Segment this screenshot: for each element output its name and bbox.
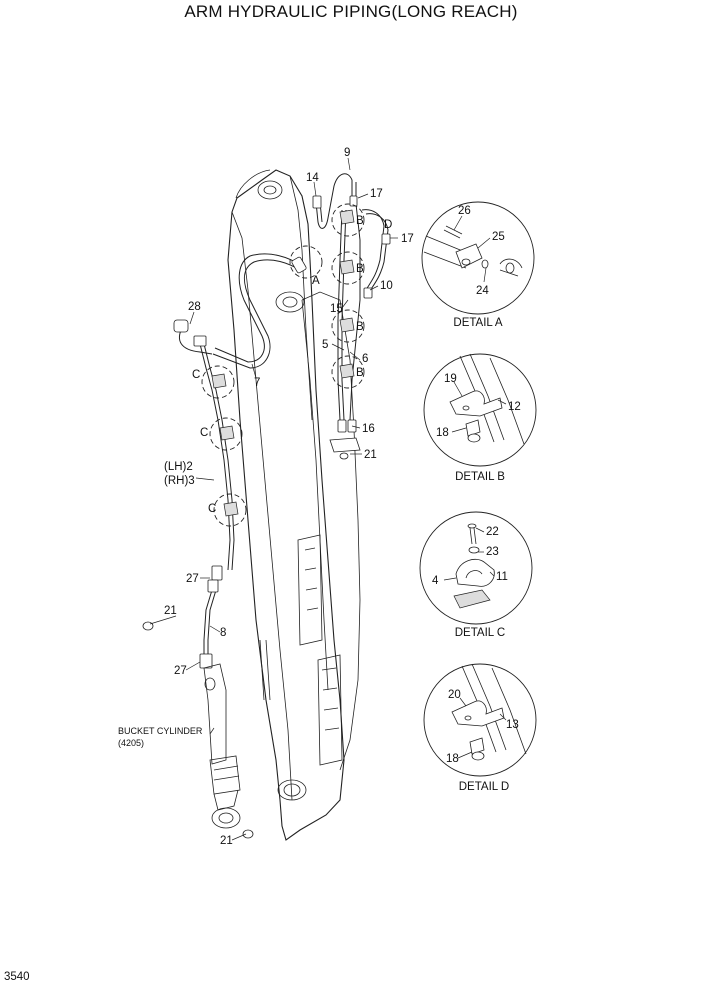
callout-16: 16 <box>362 423 375 435</box>
callout-14: 14 <box>306 172 319 184</box>
callout-c: C <box>208 503 216 515</box>
detail-b: 19 12 18 DETAIL B <box>423 353 537 483</box>
callout-c: C <box>200 427 208 439</box>
detail-b-callout-18: 18 <box>436 427 449 439</box>
callout-15: 15 <box>330 303 343 315</box>
detail-c-callout-11: 11 <box>496 571 508 583</box>
callout-10: 10 <box>380 280 393 292</box>
detail-c: 22 23 4 11 DETAIL C <box>419 511 533 639</box>
callout-7: 7 <box>254 377 260 389</box>
detail-d-callout-20: 20 <box>448 689 461 701</box>
callout-27: 27 <box>174 665 187 677</box>
callout-labels: 9 14 17 17 D A B B B B 10 15 5 6 16 21 2… <box>118 147 414 847</box>
bucket-cylinder-label: BUCKET CYLINDER <box>118 726 203 736</box>
callout-d: D <box>384 219 392 231</box>
detail-d-caption: DETAIL D <box>459 781 509 793</box>
clamp-markers <box>201 203 365 527</box>
detail-a-callout-26: 26 <box>458 205 471 217</box>
detail-d: 20 13 18 DETAIL D <box>423 663 537 793</box>
callout-b: B <box>356 321 364 333</box>
callout-21: 21 <box>364 449 377 461</box>
detail-c-callout-22: 22 <box>486 526 499 538</box>
page-number: 3540 <box>4 971 30 983</box>
callout-17: 17 <box>370 188 383 200</box>
detail-c-callout-23: 23 <box>486 546 499 558</box>
detail-c-callout-4: 4 <box>432 575 439 587</box>
detail-a-caption: DETAIL A <box>453 317 503 329</box>
bucket-cylinder <box>203 663 241 829</box>
callout-21: 21 <box>220 835 233 847</box>
callout-b: B <box>356 367 364 379</box>
detail-b-callout-19: 19 <box>444 373 457 385</box>
callout-9: 9 <box>344 147 350 159</box>
detail-d-callout-18: 18 <box>446 753 459 765</box>
detail-d-callout-13: 13 <box>506 719 519 731</box>
detail-b-caption: DETAIL B <box>455 471 505 483</box>
callout-6: 6 <box>362 353 368 365</box>
page-title: ARM HYDRAULIC PIPING(LONG REACH) <box>184 2 517 21</box>
callout-c: C <box>192 369 200 381</box>
callout-b: B <box>356 215 364 227</box>
callout-17: 17 <box>401 233 414 245</box>
callout-b: B <box>356 263 364 275</box>
callout-lh2: (LH)2 <box>164 461 193 473</box>
detail-a: 26 25 24 DETAIL A <box>421 201 535 329</box>
fittings <box>142 195 391 839</box>
callout-27: 27 <box>186 573 199 585</box>
callout-28: 28 <box>188 301 201 313</box>
detail-c-caption: DETAIL C <box>455 627 505 639</box>
arm-structure <box>227 169 361 841</box>
detail-a-callout-24: 24 <box>476 285 489 297</box>
callout-8: 8 <box>220 627 226 639</box>
bucket-cylinder-number: (4205) <box>118 738 144 748</box>
detail-a-callout-25: 25 <box>492 231 505 243</box>
callout-a: A <box>312 275 320 287</box>
hydraulic-hoses <box>178 173 389 660</box>
callout-21: 21 <box>164 605 177 617</box>
leader-lines <box>149 157 398 841</box>
callout-5: 5 <box>322 339 328 351</box>
callout-rh3: (RH)3 <box>164 475 195 487</box>
detail-b-callout-12: 12 <box>508 401 521 413</box>
